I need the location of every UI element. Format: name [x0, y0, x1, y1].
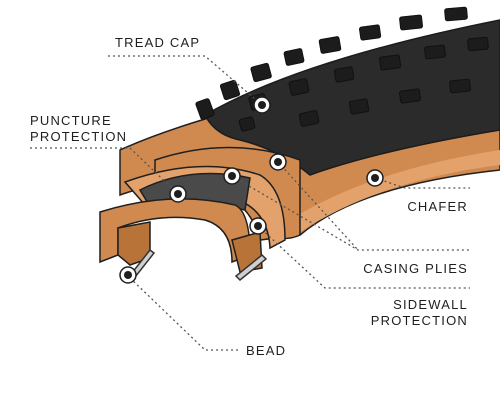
marker-puncture-protection	[169, 185, 187, 203]
leader-bead	[129, 277, 240, 351]
tread-knob	[333, 66, 355, 83]
tread-knob	[318, 36, 342, 54]
marker-sidewall-protection	[249, 217, 267, 235]
marker-tread-cap	[253, 96, 271, 114]
leader-tread-cap	[108, 55, 263, 106]
marker-bead	[119, 266, 137, 284]
marker-casing-ply-outer	[269, 153, 287, 171]
marker-chafer	[366, 169, 384, 187]
chafer-stripe	[290, 150, 500, 232]
tread-knob	[399, 88, 421, 104]
label-puncture-protection-line1: PUNCTURE	[30, 113, 112, 128]
label-casing-plies: CASING PLIES	[363, 261, 468, 276]
tread-knob	[467, 36, 489, 52]
tread-knob	[250, 62, 272, 83]
tread-knob	[379, 54, 402, 71]
tread-knob	[298, 110, 320, 127]
tread-cap	[195, 6, 500, 176]
leader-chafer	[374, 177, 470, 189]
tread-knob	[359, 24, 382, 41]
leader-sidewall-protection	[257, 225, 470, 289]
tread-knob	[195, 98, 215, 120]
label-chafer: CHAFER	[407, 199, 468, 214]
label-sidewall-protection-line1: SIDEWALL	[393, 297, 468, 312]
leader-casing-plies	[231, 175, 470, 251]
tread-knob	[399, 14, 423, 31]
label-tread-cap: TREAD CAP	[115, 35, 201, 50]
label-puncture-protection-line2: PROTECTION	[30, 129, 128, 144]
tread-knob	[449, 78, 471, 94]
bead-wire-right	[234, 253, 268, 282]
marker-casing-ply-inner	[223, 167, 241, 185]
bead-lip	[117, 221, 151, 266]
tread-knob	[348, 98, 370, 115]
leader-puncture-protection	[30, 147, 179, 195]
tread-knob	[238, 116, 256, 132]
casing-layers	[99, 146, 301, 273]
tread-knob	[283, 48, 305, 66]
label-sidewall-protection-line2: PROTECTION	[370, 313, 468, 328]
leader-lines	[30, 55, 470, 351]
callout-markers	[119, 96, 384, 284]
label-bead: BEAD	[246, 343, 287, 358]
tread-knob	[424, 44, 446, 60]
tread-knob	[288, 78, 310, 96]
tread-knob	[444, 6, 468, 22]
tread-knob	[219, 79, 241, 101]
